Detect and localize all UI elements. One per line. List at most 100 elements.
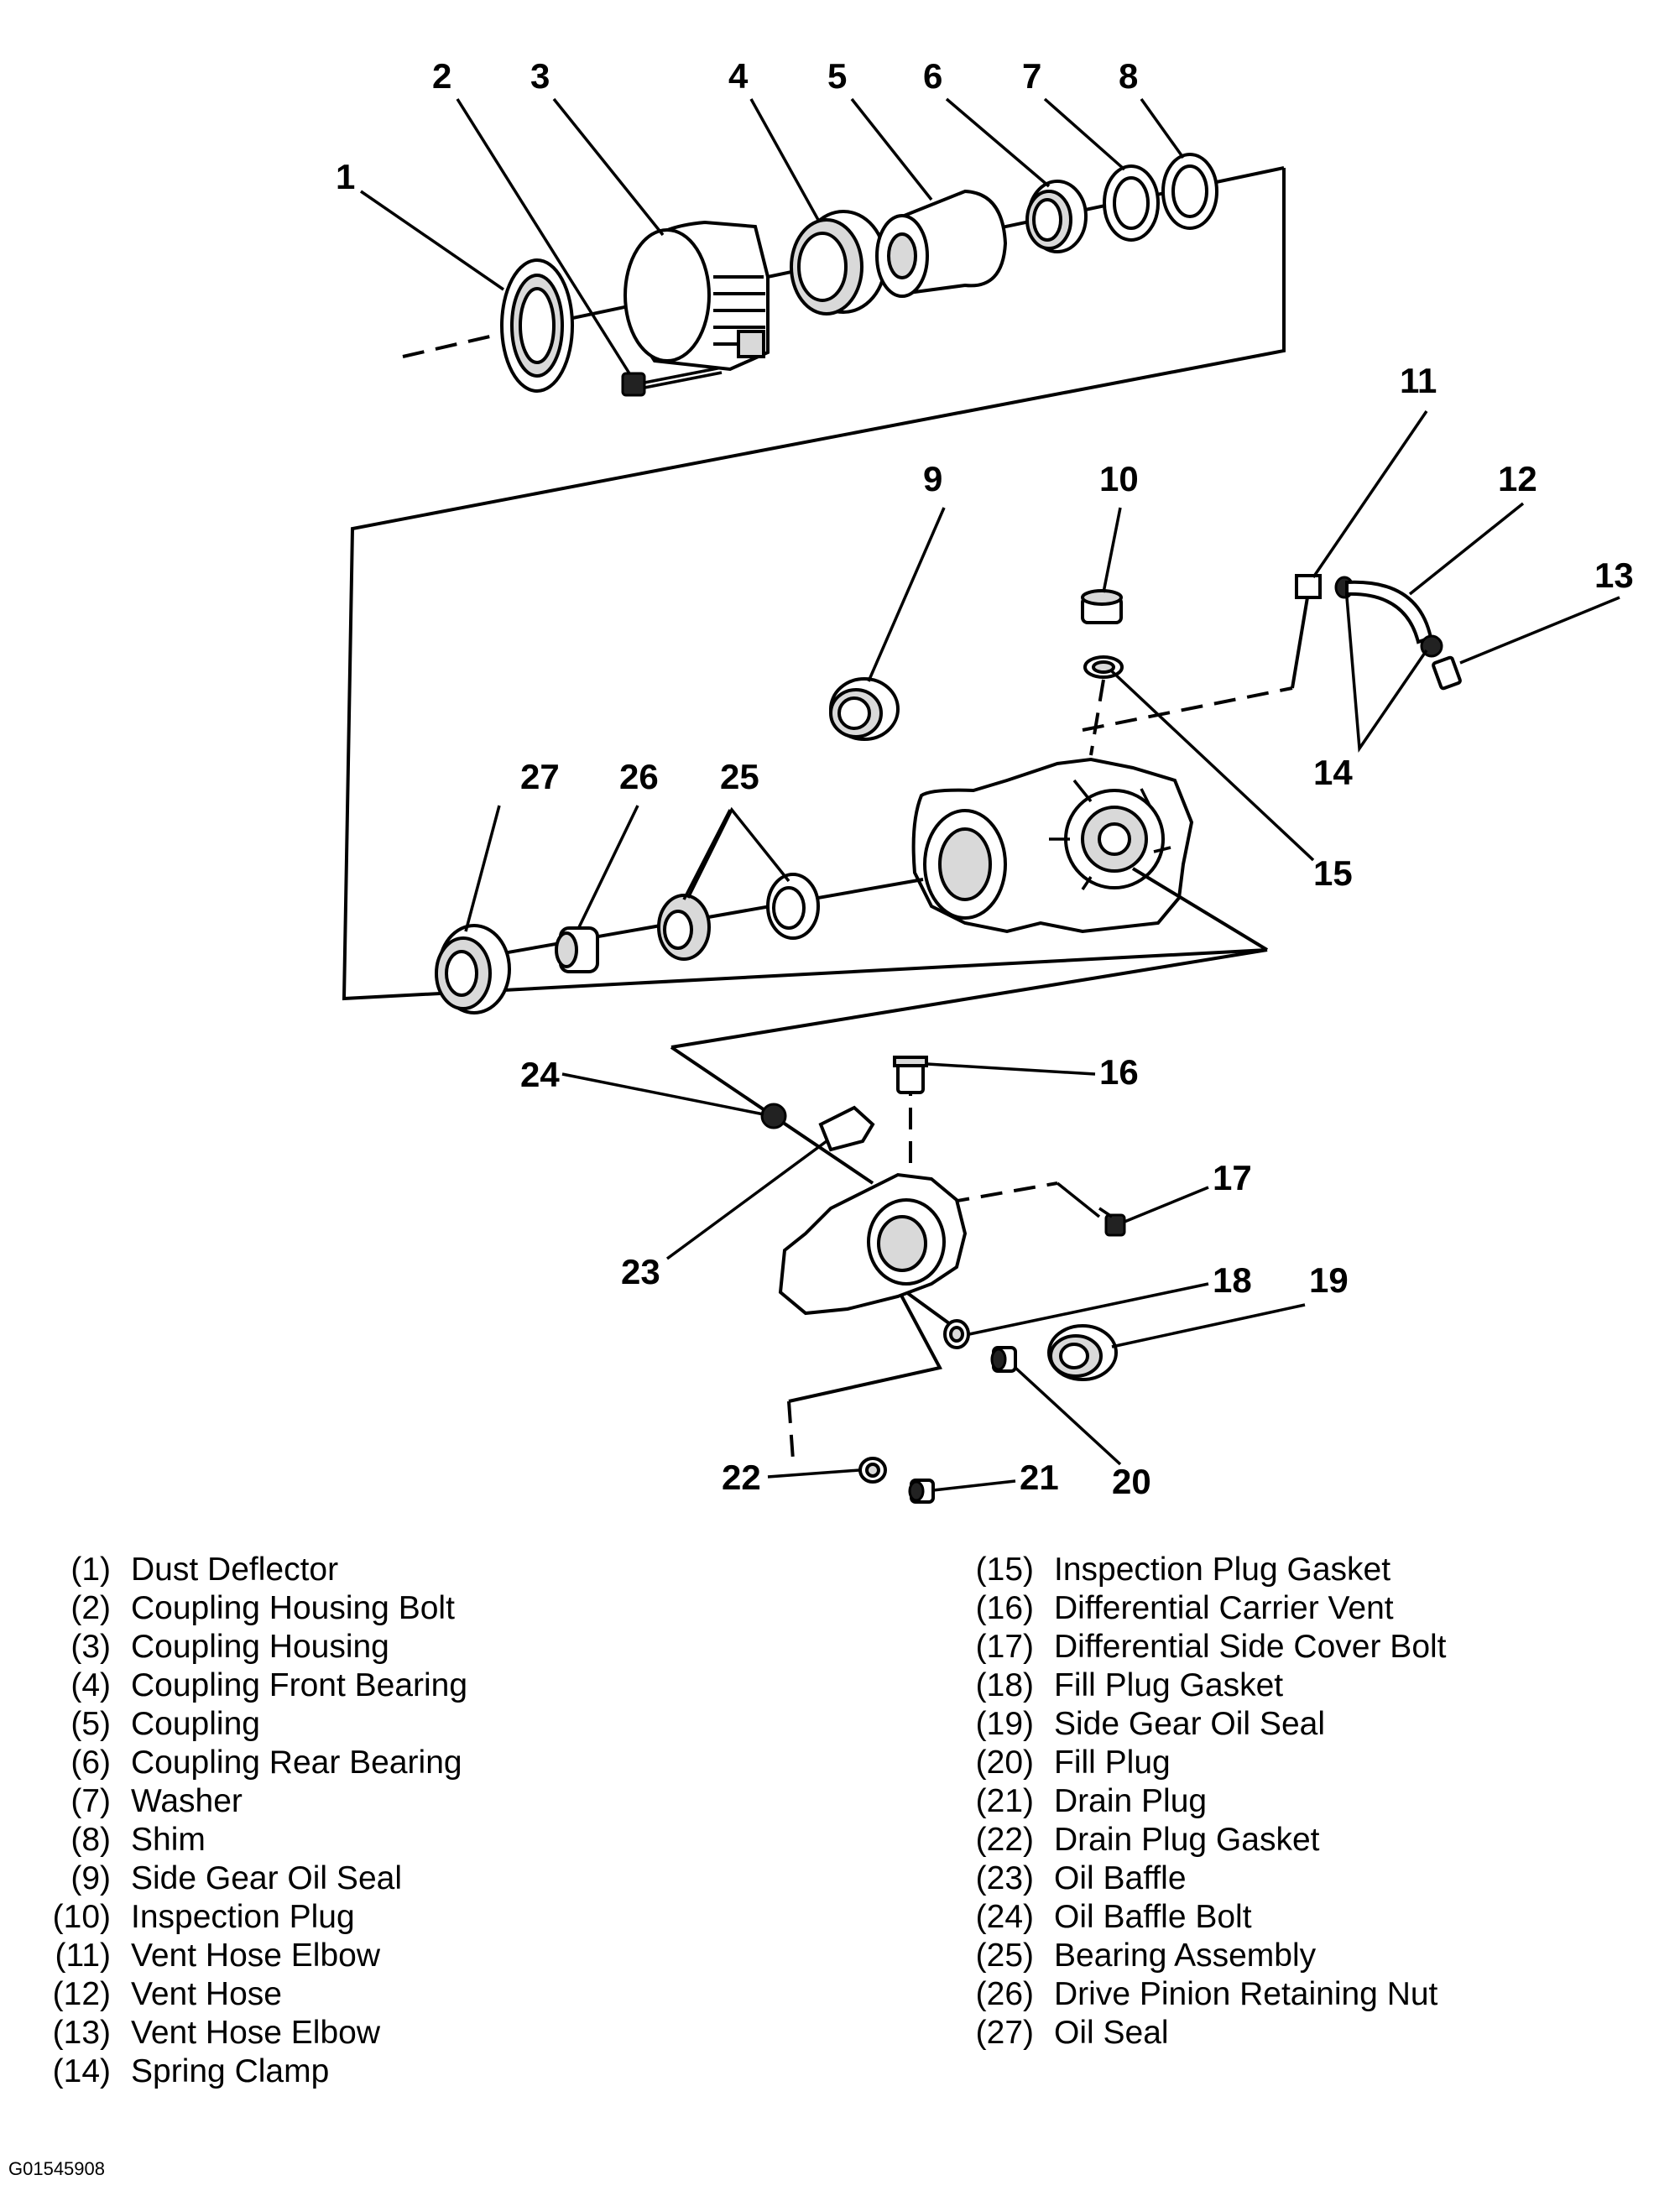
legend-label: Washer [131, 1783, 243, 1819]
legend-label: Side Gear Oil Seal [131, 1860, 402, 1896]
legend-number: (17) [975, 1629, 1034, 1665]
legend-label: Inspection Plug Gasket [1054, 1552, 1391, 1588]
legend-number: (21) [975, 1783, 1034, 1819]
callout-23: 23 [621, 1252, 660, 1291]
legend-label: Oil Baffle [1054, 1860, 1187, 1896]
legend-label: Coupling Rear Bearing [131, 1745, 462, 1781]
shim-part [1161, 153, 1218, 230]
drain-plug-gasket-part [858, 1457, 887, 1484]
legend-label: Dust Deflector [131, 1552, 339, 1588]
legend-label: Differential Carrier Vent [1054, 1590, 1394, 1626]
legend-number: (22) [975, 1822, 1034, 1858]
legend-label: Spring Clamp [131, 2053, 330, 2089]
legend-item: (16)Differential Carrier Vent [965, 1589, 1447, 1628]
differential-carrier-vent-part [893, 1056, 928, 1094]
legend-label: Differential Side Cover Bolt [1054, 1629, 1447, 1665]
legend-item: (19) Side Gear Oil Seal [965, 1705, 1447, 1744]
side-cover-assembly [670, 948, 1268, 1504]
carrier-assembly [435, 574, 1462, 1014]
legend-item: (4) Coupling Front Bearing [42, 1666, 467, 1705]
callout-12: 12 [1498, 459, 1537, 498]
legend-item: (10)Inspection Plug [42, 1898, 467, 1937]
drain-plug-part [908, 1479, 935, 1504]
legend-item: (6)Coupling Rear Bearing [42, 1744, 467, 1782]
fill-plug-part [990, 1346, 1017, 1373]
legend-item: (12)Vent Hose [42, 1975, 467, 2014]
callout-8: 8 [1119, 56, 1138, 96]
side-gear-oil-seal-lower-part [1047, 1324, 1118, 1381]
legend-number: (4) [70, 1667, 111, 1703]
legend-label: Inspection Plug [131, 1899, 355, 1935]
legend-number: (14) [52, 2053, 111, 2089]
legend-item: (20)Fill Plug [965, 1744, 1447, 1782]
legend-item: (22) Drain Plug Gasket [965, 1821, 1447, 1859]
legend-number: (8) [70, 1822, 111, 1858]
legend-item: (8) Shim [42, 1821, 467, 1859]
callout-24: 24 [520, 1055, 560, 1094]
callout-13: 13 [1594, 555, 1634, 595]
oil-baffle-bolt-part [760, 1103, 787, 1129]
legend-number: (26) [975, 1976, 1034, 2012]
legend-label: Drive Pinion Retaining Nut [1054, 1976, 1438, 2012]
legend-number: (23) [975, 1860, 1034, 1896]
legend-item: (21)Drain Plug [965, 1782, 1447, 1821]
callout-18: 18 [1213, 1260, 1252, 1300]
legend-label: Coupling [131, 1706, 260, 1742]
legend-label: Oil Seal [1054, 2015, 1169, 2051]
legend-number: (27) [975, 2015, 1034, 2051]
legend-label: Vent Hose Elbow [131, 2015, 381, 2051]
parts-legend-right: (15) Inspection Plug Gasket (16)Different… [965, 1551, 1447, 2052]
legend-item: (27) Oil Seal [965, 2014, 1447, 2052]
legend-item: (24)Oil Baffle Bolt [965, 1898, 1447, 1937]
legend-number: (12) [52, 1976, 111, 2012]
legend-item: (14) Spring Clamp [42, 2052, 467, 2091]
dust-deflector-part [500, 258, 574, 393]
legend-label: Coupling Front Bearing [131, 1667, 468, 1703]
legend-label: Bearing Assembly [1054, 1938, 1317, 1974]
callout-6: 6 [923, 56, 942, 96]
fill-plug-gasket-part [943, 1319, 970, 1349]
coupling-assembly [342, 153, 1286, 1001]
legend-label: Vent Hose Elbow [131, 1938, 381, 1974]
legend-number: (7) [70, 1783, 111, 1819]
washer-part [1103, 164, 1160, 242]
coupling-housing-part [623, 220, 770, 372]
legend-item: (26) Drive Pinion Retaining Nut [965, 1975, 1447, 2014]
side-cover-plate [778, 1172, 968, 1316]
callout-4: 4 [728, 56, 749, 96]
parts-legend-left: (1)Dust Deflector (2)Coupling Housing Bo… [42, 1551, 467, 2091]
legend-item: (7) Washer [42, 1782, 467, 1821]
callout-2: 2 [432, 56, 451, 96]
legend-number: (1) [70, 1552, 111, 1588]
legend-item: (5) Coupling [42, 1705, 467, 1744]
callout-26: 26 [619, 757, 659, 796]
legend-item: (13) Vent Hose Elbow [42, 2014, 467, 2052]
legend-label: Fill Plug Gasket [1054, 1667, 1284, 1703]
inspection-plug-gasket-part [1083, 655, 1124, 679]
callout-5: 5 [827, 56, 847, 96]
vent-hose-assembly [1295, 574, 1462, 691]
legend-label: Shim [131, 1822, 206, 1858]
legend-number: (5) [70, 1706, 111, 1742]
legend-label: Side Gear Oil Seal [1054, 1706, 1325, 1742]
legend-number: (15) [975, 1552, 1034, 1588]
callout-21: 21 [1020, 1458, 1059, 1497]
callout-3: 3 [530, 56, 550, 96]
legend-item: (11) Vent Hose Elbow [42, 1937, 467, 1975]
callout-labels: 1 2 3 4 5 6 7 8 9 10 11 12 13 14 15 16 1… [336, 56, 1634, 1501]
legend-item: (17) Differential Side Cover Bolt [965, 1628, 1447, 1666]
legend-number: (19) [975, 1706, 1034, 1742]
legend-number: (18) [975, 1667, 1034, 1703]
legend-number: (11) [55, 1938, 111, 1974]
callout-17: 17 [1213, 1158, 1252, 1197]
legend-label: Drain Plug Gasket [1054, 1822, 1320, 1858]
coupling-front-bearing-part [790, 210, 887, 316]
leader-lines [360, 97, 1620, 1492]
exploded-view-diagram: 1 2 3 4 5 6 7 8 9 10 11 12 13 14 15 16 1… [336, 56, 1634, 1504]
coupling-housing-bolt-part [621, 366, 723, 397]
legend-number: (13) [52, 2015, 111, 2051]
oil-baffle-part [818, 1105, 875, 1152]
legend-number: (3) [70, 1629, 111, 1665]
callout-27: 27 [520, 757, 560, 796]
bearing-assembly-parts [657, 873, 820, 961]
